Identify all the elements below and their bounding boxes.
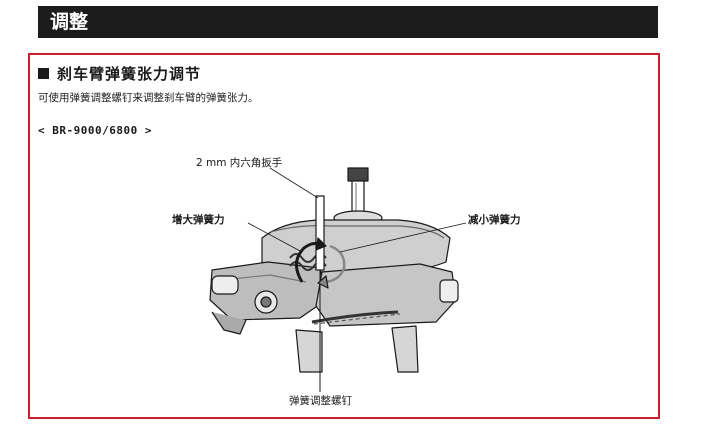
section-title: 刹车臂弹簧张力调节 xyxy=(57,64,202,83)
decrease-tension-callout: 减小弹簧力 xyxy=(468,214,521,226)
adjust-screw-callout: 弹簧调整螺钉 xyxy=(289,395,352,407)
header-title: 调整 xyxy=(50,11,89,33)
header-bar: 调整 xyxy=(38,6,658,38)
model-label: < BR-9000/6800 > xyxy=(38,124,152,137)
section-description: 可使用弹簧调整螺钉来调整刹车臂的弹簧张力。 xyxy=(38,92,259,104)
square-bullet-icon xyxy=(38,67,49,79)
section-heading: 刹车臂弹簧张力调节 xyxy=(38,62,201,84)
wrench-callout: 2 mm 内六角扳手 xyxy=(196,157,283,169)
content-frame xyxy=(28,53,660,419)
increase-tension-callout: 增大弹簧力 xyxy=(172,214,225,226)
